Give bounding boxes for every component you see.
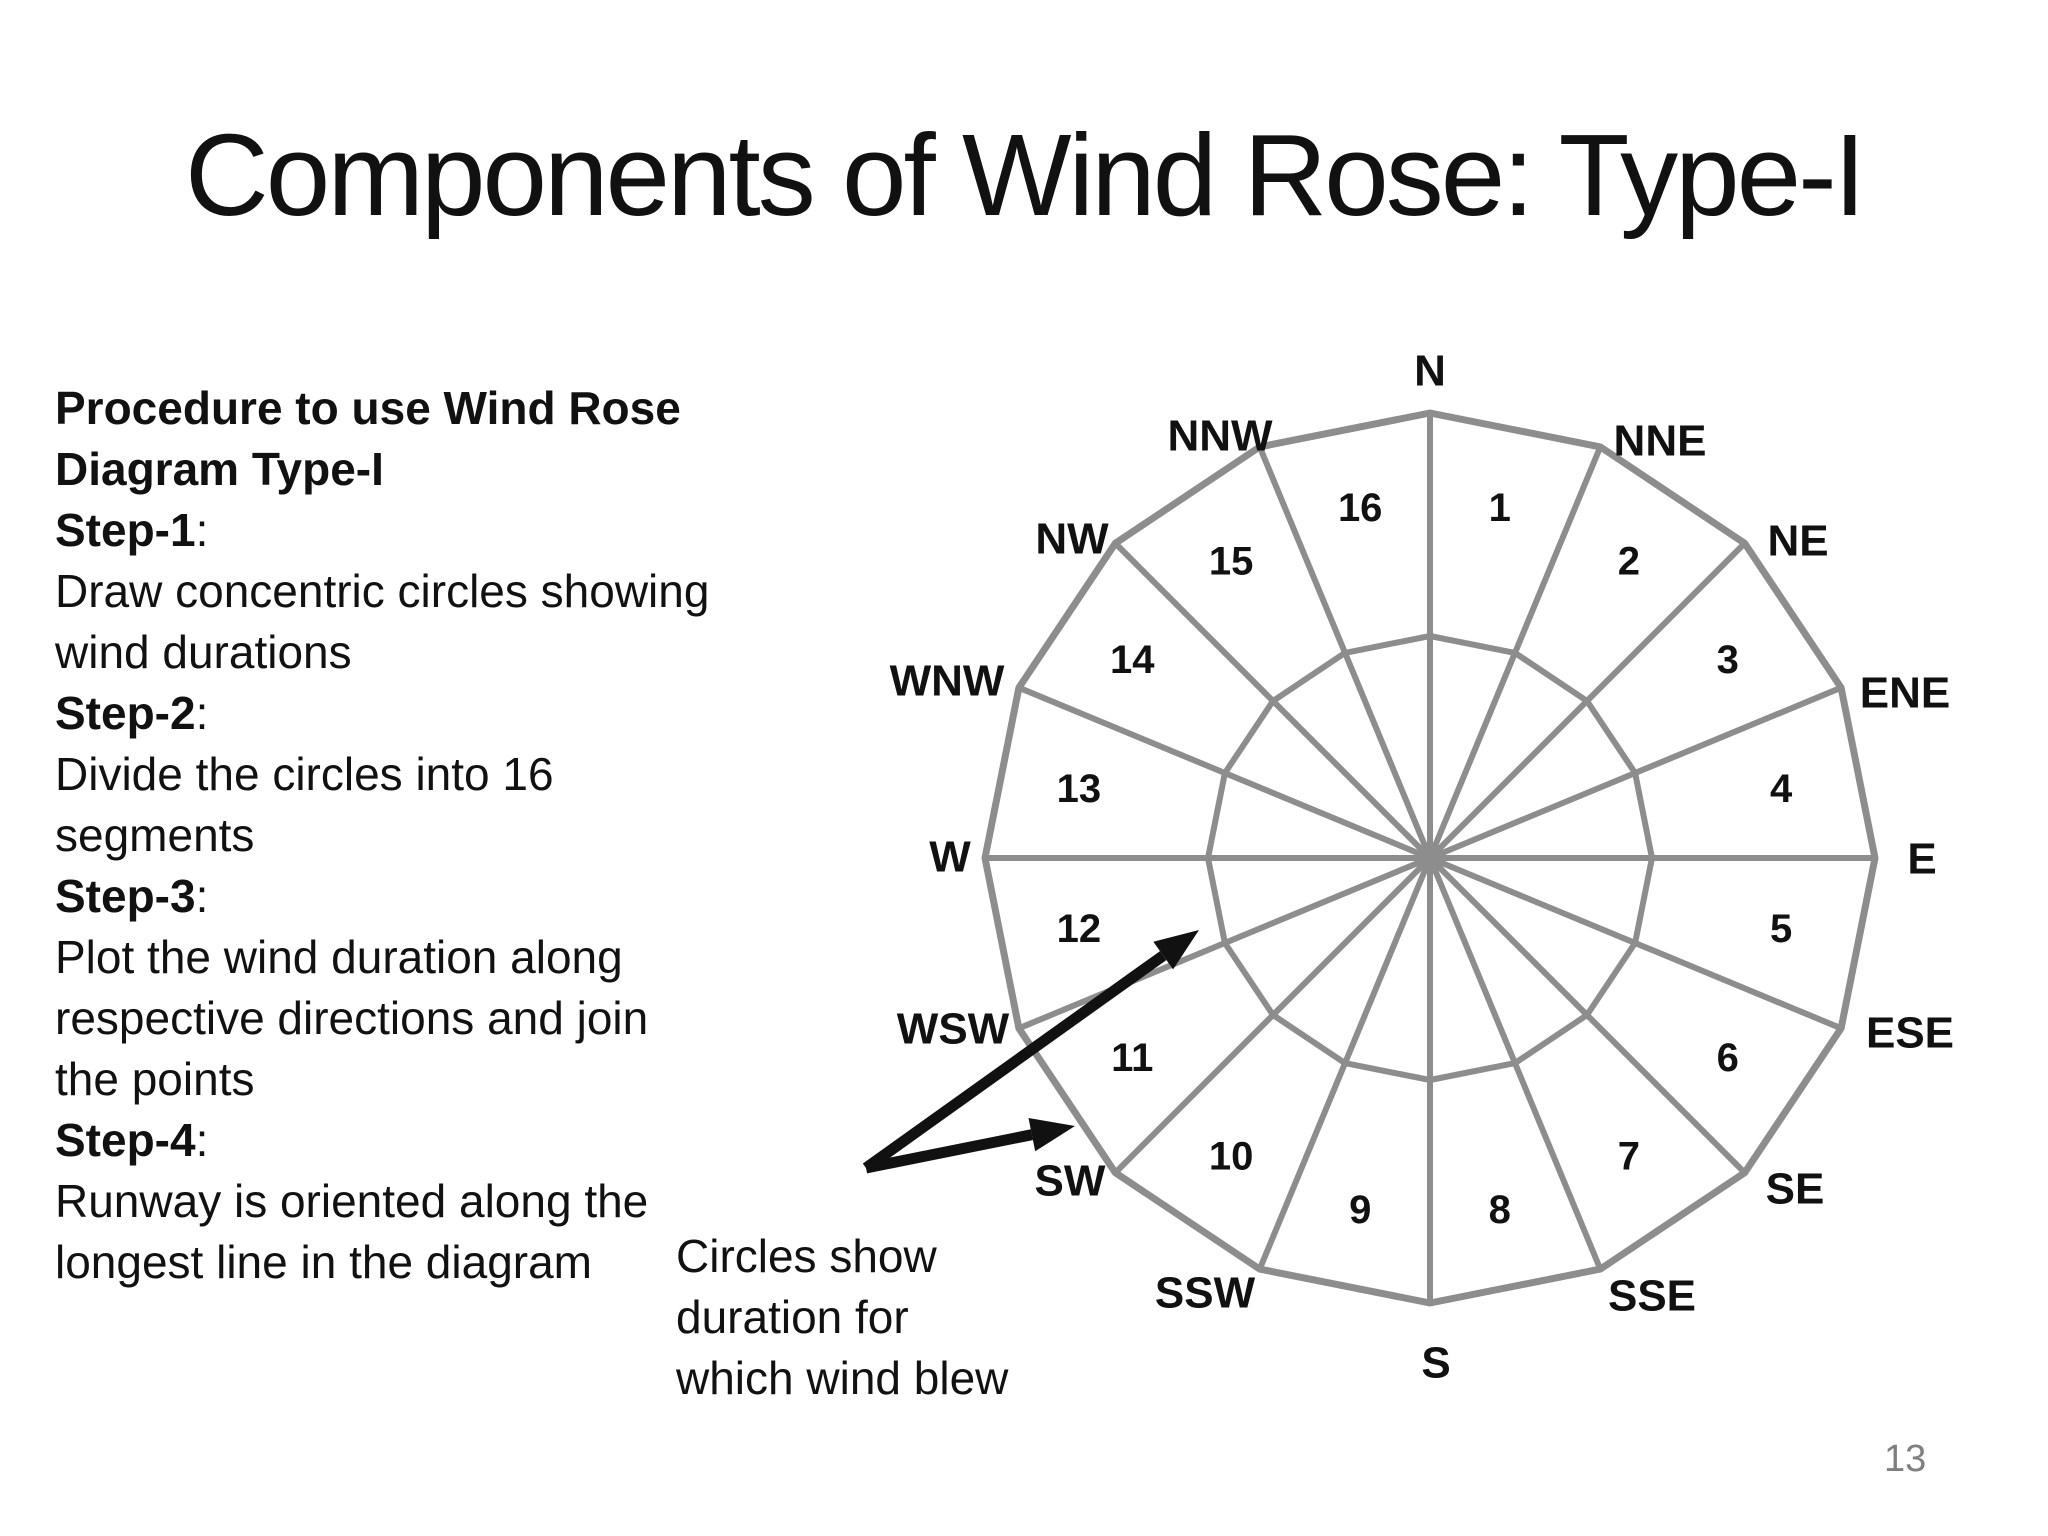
segment-number-1: 1 (1489, 486, 1511, 530)
procedure-line: wind durations (55, 622, 775, 683)
direction-label-e: E (1907, 834, 1936, 883)
spoke-wnw (1017, 684, 1432, 861)
annotation-arrow-outer-circle-shaft (864, 1129, 1033, 1174)
direction-label-se: SE (1766, 1164, 1825, 1213)
procedure-line: Procedure to use Wind Rose (55, 378, 775, 439)
direction-label-sse: SSE (1608, 1271, 1696, 1320)
segment-number-8: 8 (1489, 1188, 1511, 1232)
procedure-line-bold: Step-3 (55, 870, 196, 922)
spoke-ene (1428, 684, 1843, 861)
segment-number-14: 14 (1110, 638, 1155, 682)
procedure-line: Diagram Type-I (55, 439, 775, 500)
direction-label-n: N (1414, 346, 1446, 395)
spoke-se (1427, 855, 1747, 1175)
segment-number-9: 9 (1349, 1188, 1371, 1232)
spoke-nne (1427, 445, 1604, 860)
hub (1415, 843, 1445, 873)
spoke-nnw (1256, 445, 1433, 860)
procedure-line: Divide the circles into 16 (55, 744, 775, 805)
procedure-line: Draw concentric circles showing (55, 561, 775, 622)
page-number: 13 (1884, 1438, 1927, 1480)
procedure-line: longest line in the diagram (55, 1232, 775, 1293)
direction-label-nne: NNE (1614, 416, 1707, 465)
procedure-line: segments (55, 805, 775, 866)
direction-label-ne: NE (1767, 516, 1828, 565)
spoke-sse (1427, 856, 1604, 1271)
procedure-line-regular: Runway is oriented along the (55, 1175, 649, 1227)
segment-number-16: 16 (1338, 486, 1383, 530)
circles-caption: Circles show duration for which wind blew (676, 1226, 1008, 1409)
direction-label-ese: ESE (1866, 1008, 1954, 1057)
segment-number-2: 2 (1618, 539, 1640, 583)
segment-number-5: 5 (1770, 907, 1792, 951)
segment-number-7: 7 (1618, 1135, 1640, 1179)
annotation-arrow-inner-circle-shaft (862, 951, 1167, 1173)
spoke-ne (1427, 541, 1747, 861)
procedure-line-bold: Procedure to use Wind Rose (55, 382, 681, 434)
direction-label-w: W (929, 832, 971, 881)
procedure-line-regular: segments (55, 809, 255, 861)
procedure-line-regular: Plot the wind duration along (55, 931, 623, 983)
segment-number-15: 15 (1209, 539, 1254, 583)
direction-label-nw: NW (1035, 514, 1109, 563)
segment-number-6: 6 (1717, 1036, 1739, 1080)
direction-label-nnw: NNW (1167, 411, 1273, 460)
procedure-line: Step-3: (55, 866, 775, 927)
procedure-line: Step-4: (55, 1110, 775, 1171)
procedure-line-bold: Step-4 (55, 1114, 196, 1166)
procedure-line-regular: : (195, 687, 209, 739)
circles-caption-line: which wind blew (676, 1352, 1009, 1404)
spoke-wsw (1017, 855, 1432, 1032)
direction-label-ene: ENE (1860, 668, 1950, 717)
circles-caption-line: duration for (676, 1291, 909, 1343)
spoke-nw (1113, 541, 1433, 861)
procedure-line-regular: respective directions and join (55, 992, 649, 1044)
slide-title: Components of Wind Rose: Type-I (185, 110, 1866, 240)
procedure-line-regular: the points (55, 1053, 255, 1105)
procedure-line: the points (55, 1049, 775, 1110)
segment-number-3: 3 (1717, 638, 1739, 682)
procedure-line: Step-2: (55, 683, 775, 744)
segment-number-4: 4 (1770, 767, 1793, 811)
procedure-line-bold: Diagram Type-I (55, 443, 384, 495)
procedure-line: Runway is oriented along the (55, 1171, 775, 1232)
procedure-line-regular: longest line in the diagram (55, 1236, 592, 1288)
procedure-line-bold: Step-2 (55, 687, 196, 739)
procedure-line: Step-1: (55, 500, 775, 561)
annotation-arrow-outer-circle-head (1028, 1118, 1075, 1152)
direction-label-wsw: WSW (897, 1004, 1010, 1053)
circles-caption-line: Circles show (676, 1230, 937, 1282)
segment-number-11: 11 (1111, 1036, 1153, 1080)
segment-number-10: 10 (1209, 1135, 1254, 1179)
procedure-line-regular: : (195, 504, 209, 556)
segment-number-12: 12 (1057, 907, 1102, 951)
direction-label-wnw: WNW (890, 656, 1005, 705)
procedure-line-regular: Draw concentric circles showing (55, 565, 710, 617)
procedure-line: respective directions and join (55, 988, 775, 1049)
annotation-arrow-inner-circle-head (1153, 930, 1199, 970)
procedure-line-bold: Step-1 (55, 504, 196, 556)
spoke-ssw (1256, 856, 1433, 1271)
spoke-sw (1113, 855, 1433, 1175)
procedure-line: Plot the wind duration along (55, 927, 775, 988)
procedure-line-regular: Divide the circles into 16 (55, 748, 554, 800)
direction-label-sw: SW (1035, 1156, 1106, 1205)
segment-number-13: 13 (1057, 767, 1102, 811)
direction-label-s: S (1421, 1338, 1450, 1387)
procedure-line-regular: : (195, 870, 209, 922)
spoke-ese (1428, 855, 1843, 1032)
procedure-line-regular: wind durations (55, 626, 352, 678)
direction-label-ssw: SSW (1155, 1268, 1256, 1317)
procedure-line-regular: : (195, 1114, 209, 1166)
